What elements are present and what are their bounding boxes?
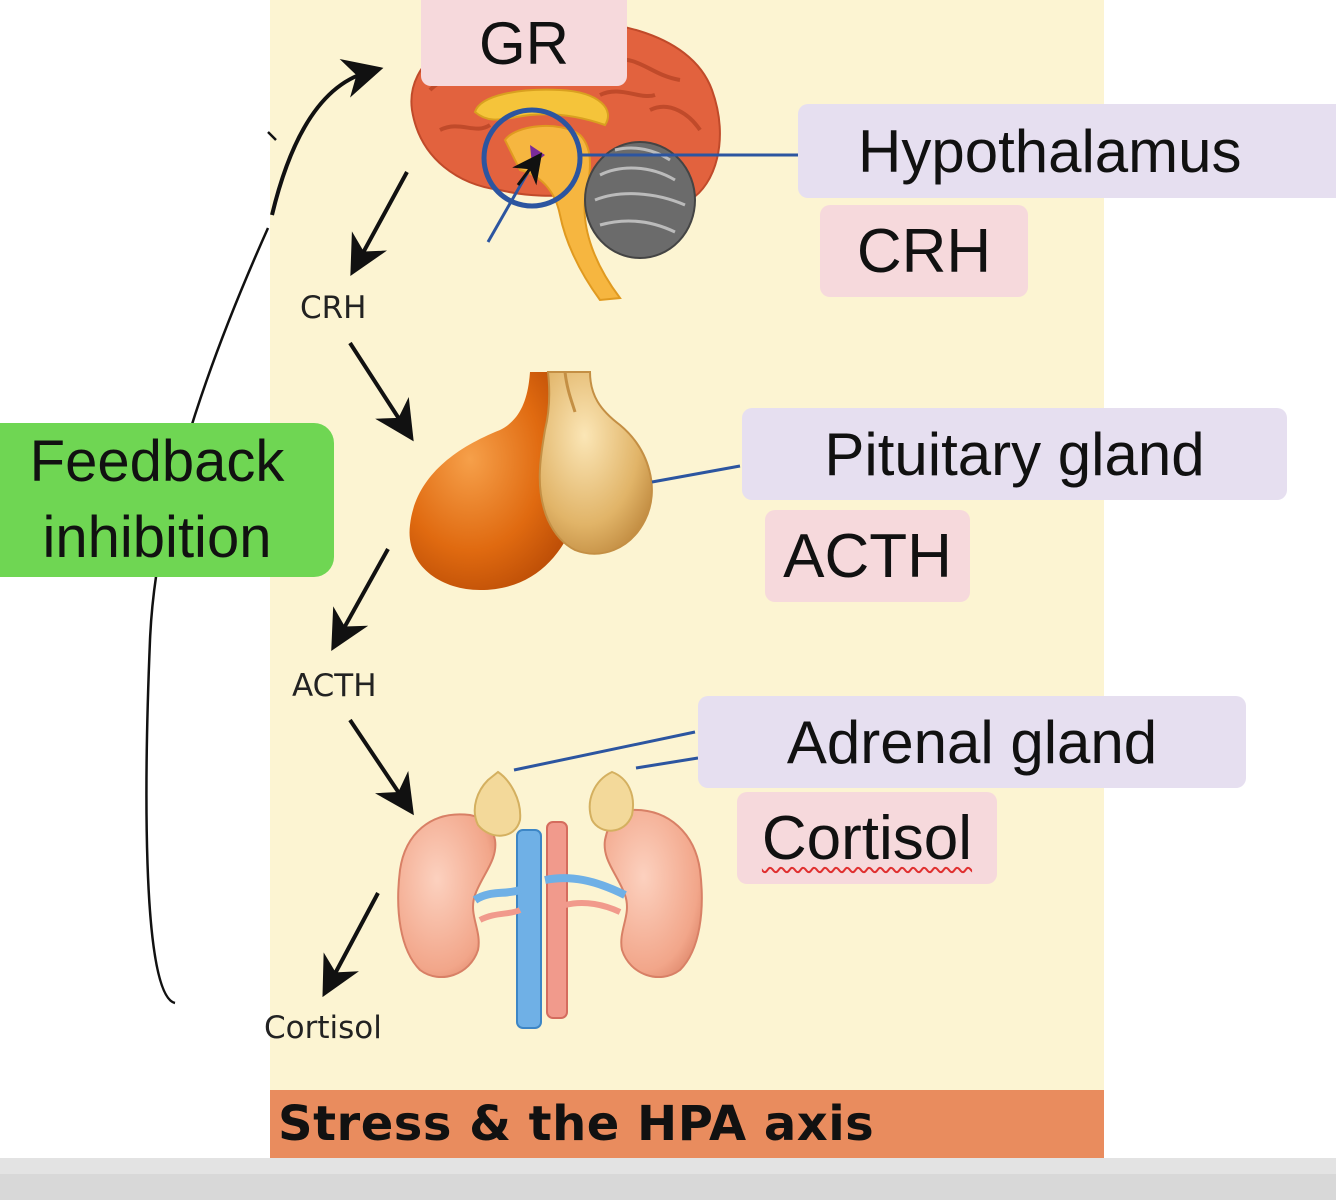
cortisol-label-text: Cortisol [761, 803, 973, 873]
cortisol-label: Cortisol [737, 792, 997, 884]
flow-arrows [322, 171, 414, 998]
adrenal-kidney-illustration [397, 730, 703, 1029]
caption-title: Stress & the HPA axis [278, 1096, 875, 1152]
flow-label-acth: ACTH [292, 668, 377, 704]
gr-label: GR [421, 0, 627, 86]
feedback-loop-arrow [145, 58, 384, 1005]
flow-label-cortisol: Cortisol [264, 1010, 382, 1046]
flow-label-crh: CRH [300, 290, 367, 326]
crh-label: CRH [820, 205, 1028, 297]
feedback-line-1: Feedback [29, 429, 285, 494]
brain-illustration [410, 19, 800, 302]
acth-label: ACTH [765, 510, 970, 602]
pituitary-illustration [409, 371, 741, 590]
pituitary-label: Pituitary gland [742, 408, 1287, 500]
window-bottom-strip-shade [0, 1174, 1336, 1200]
hypothalamus-label: Hypothalamus [798, 104, 1336, 198]
feedback-inhibition-box: Feedback inhibition [0, 423, 334, 577]
adrenal-label: Adrenal gland [698, 696, 1246, 788]
feedback-line-2: inhibition [42, 505, 272, 570]
